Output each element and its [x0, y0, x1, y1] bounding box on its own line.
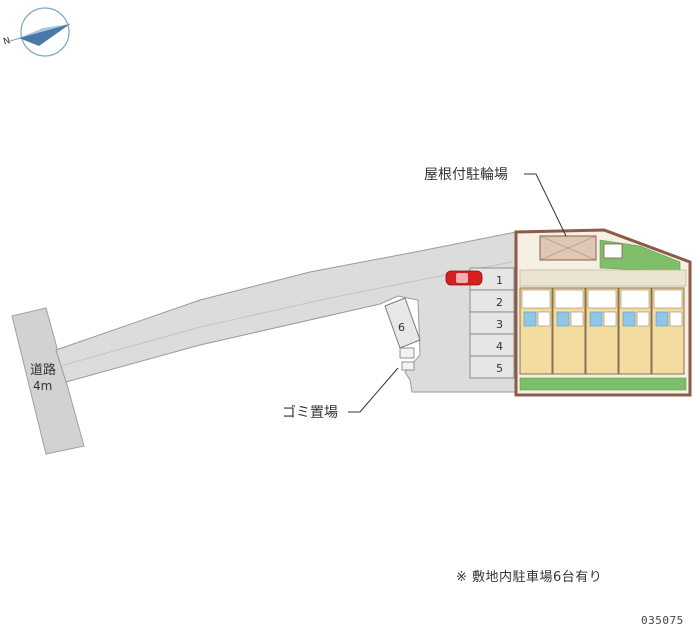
garbage-leader [348, 367, 399, 413]
compass-icon: N [2, 7, 71, 57]
bike-parking-leader [524, 173, 567, 237]
garbage-area [384, 297, 421, 371]
compass-north-label: N [2, 36, 11, 47]
building [514, 228, 692, 397]
parking-slots [469, 267, 515, 379]
slot-label-6: 6 [398, 321, 405, 334]
car-icon [445, 270, 483, 286]
road-label: 道路 [30, 362, 56, 378]
driveway-area [55, 231, 517, 393]
parking-note: ※ 敷地内駐車場6台有り [456, 570, 603, 585]
road-area [11, 307, 85, 455]
road-width-label: 4m [33, 379, 52, 393]
slot-label-5: 5 [496, 362, 503, 375]
slot-label-3: 3 [496, 318, 503, 331]
garbage-label: ゴミ置場 [282, 404, 338, 421]
property-code: 035075 [641, 614, 684, 627]
bike-parking-label: 屋根付駐輪場 [424, 166, 508, 183]
slot-label-4: 4 [496, 340, 503, 353]
slot-label-1: 1 [496, 274, 503, 287]
slot-label-2: 2 [496, 296, 503, 309]
